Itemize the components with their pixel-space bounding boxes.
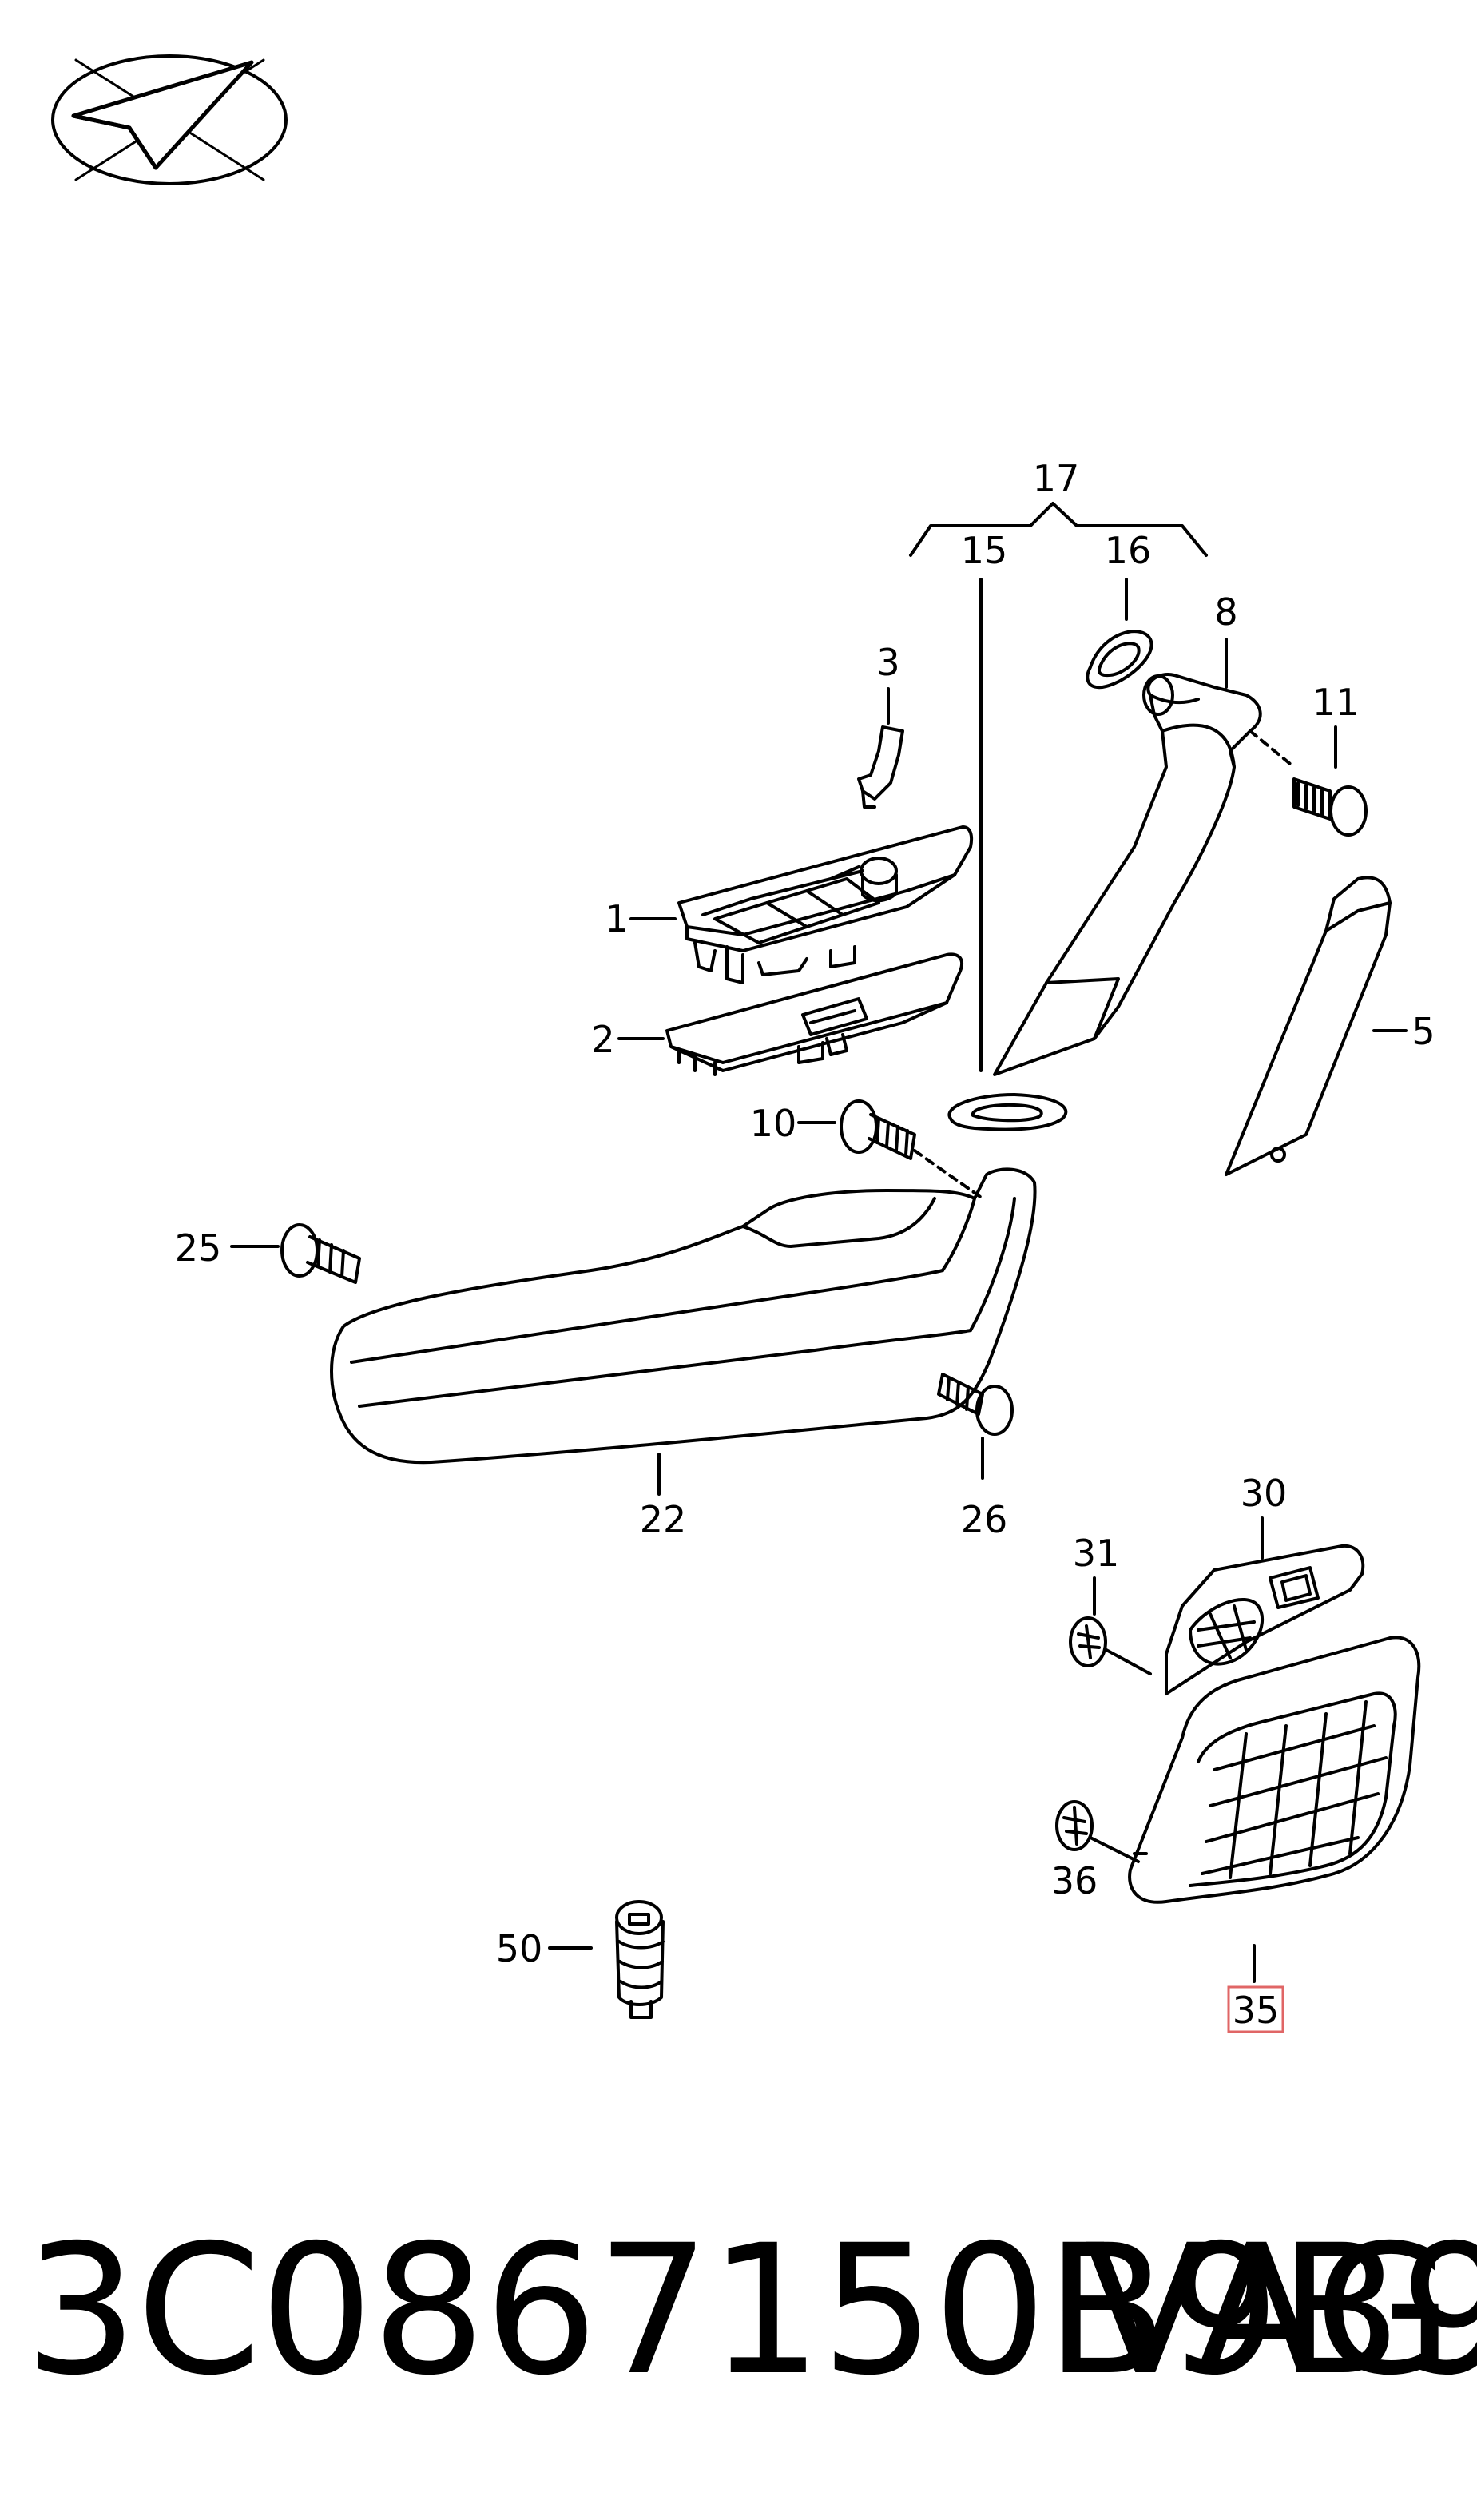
part-30-switch-panel xyxy=(1165,1516,1365,1695)
part-11-screw xyxy=(1249,725,1368,837)
callout-35: 35 xyxy=(1233,1989,1280,2032)
part-16-seal xyxy=(1086,630,1153,690)
part-35-grille-cover xyxy=(1128,1636,1421,1983)
callout-3: 3 xyxy=(876,641,899,684)
callout-31: 31 xyxy=(1073,1532,1120,1575)
callout-8: 8 xyxy=(1214,590,1237,634)
part-50-grommet xyxy=(548,1900,665,2019)
part-25-screw xyxy=(230,1223,361,1284)
callout-16: 16 xyxy=(1105,529,1152,572)
callout-11: 11 xyxy=(1312,681,1360,724)
callout-35-highlight-box xyxy=(1227,1985,1284,2033)
callout-30: 30 xyxy=(1241,1472,1288,1515)
part-1-window-switch xyxy=(629,825,974,984)
callout-26: 26 xyxy=(961,1498,1008,1541)
callout-25: 25 xyxy=(175,1226,222,1270)
paper-plane-logo-icon xyxy=(51,54,288,185)
callout-1: 1 xyxy=(605,897,628,940)
callout-17: 17 xyxy=(1033,457,1080,500)
part-2-switch-trim xyxy=(617,952,963,1076)
part-number: 3C0867150B9B9 xyxy=(24,2206,1477,2415)
part-8-handle-bracket xyxy=(993,638,1262,1076)
part-5-trim-strip xyxy=(1225,876,1408,1176)
callout-2: 2 xyxy=(591,1018,614,1061)
part-10-screw xyxy=(797,1099,984,1200)
part-3-clip xyxy=(857,687,904,809)
callout-36: 36 xyxy=(1051,1859,1098,1902)
callout-22: 22 xyxy=(640,1498,687,1541)
part-22-armrest xyxy=(330,1167,1037,1496)
part-31-clip xyxy=(1069,1576,1152,1675)
part-15-seal xyxy=(947,1093,1068,1131)
callout-50: 50 xyxy=(496,1927,543,1970)
callout-10: 10 xyxy=(750,1102,797,1145)
group-bracket-17 xyxy=(909,502,1208,1072)
callout-15: 15 xyxy=(961,529,1008,572)
part-26-screw xyxy=(937,1373,1014,1480)
part-36-clip xyxy=(1055,1800,1140,1863)
brand-name: VAG xyxy=(1084,2206,1453,2415)
callout-5: 5 xyxy=(1411,1010,1435,1053)
